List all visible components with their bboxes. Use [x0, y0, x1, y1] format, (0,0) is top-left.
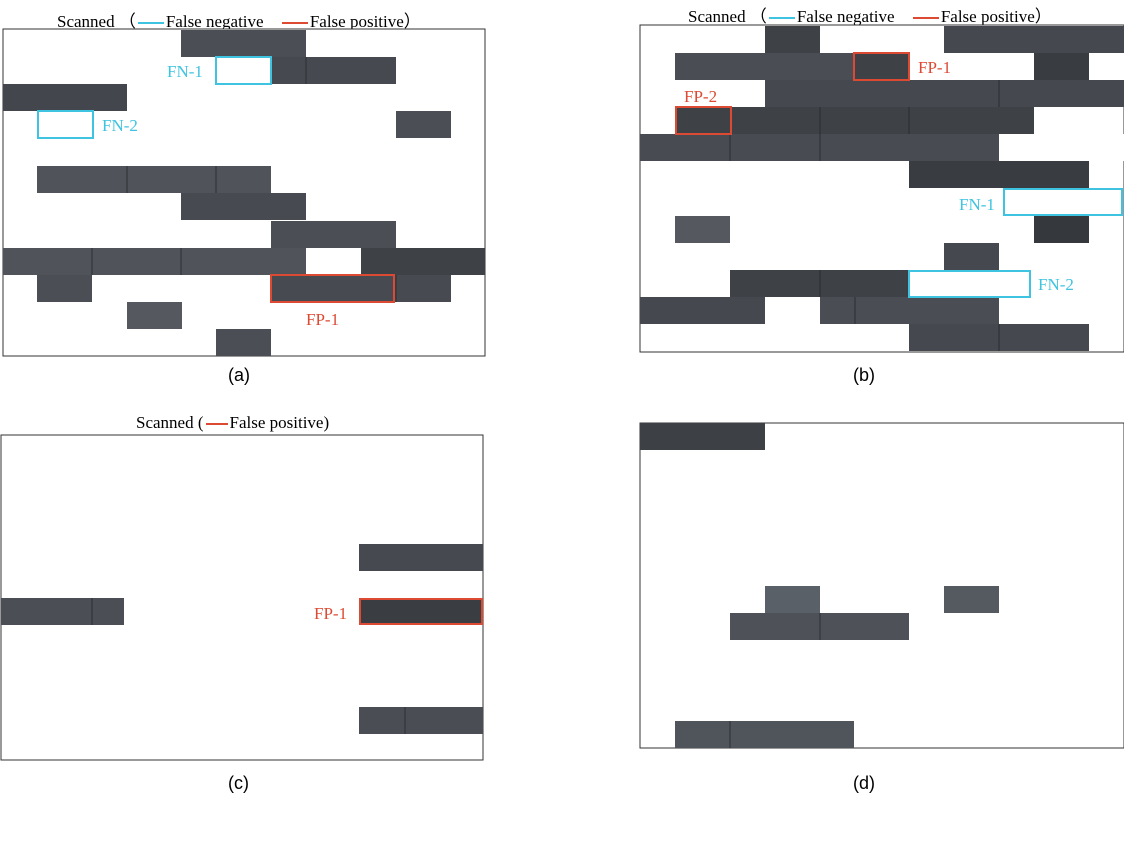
caption-d: (d) [853, 773, 875, 793]
brick [3, 248, 306, 275]
panel-frame [0, 434, 484, 761]
false-negative-box [37, 110, 94, 139]
brick [359, 707, 483, 734]
white-gap [909, 53, 1034, 80]
fp-label: FP-1 [314, 604, 347, 623]
brick [675, 53, 855, 80]
false-positive-swatch [281, 22, 308, 25]
caption-a: (a) [228, 365, 250, 385]
brick [909, 161, 1089, 188]
brick [765, 80, 1124, 107]
legend-fp-label: False positive [940, 7, 1035, 26]
brick [820, 297, 999, 324]
brick [359, 598, 483, 625]
panel-frame [639, 422, 1124, 749]
false-negative-swatch [768, 17, 795, 20]
brick [944, 26, 1124, 53]
brick [640, 423, 765, 450]
legend-open-paren: （ [749, 7, 767, 26]
brick [944, 243, 999, 270]
legend-close-paren: ) [323, 413, 330, 432]
false-negative-box [1003, 188, 1123, 216]
fp-label: FP-2 [684, 87, 717, 106]
legend-scanned-label: Scanned [136, 413, 194, 432]
legend-a: Scanned （ False negative False positive） [57, 7, 421, 32]
brick [271, 221, 396, 248]
false-negative-box [215, 56, 272, 85]
panel-b-map: FP-1 FP-2 FN-1 FN-2 [639, 24, 1124, 353]
legend-scanned-label: Scanned [688, 7, 746, 26]
brick [675, 107, 1034, 134]
brick [37, 275, 92, 302]
false-negative-swatch [137, 22, 164, 25]
fp-label: FP-1 [306, 310, 339, 329]
caption-b: (b) [853, 365, 875, 385]
brick [396, 111, 451, 138]
scanned-bricks [1, 544, 483, 734]
mortar-lines [729, 80, 1000, 351]
false-negative-box [908, 270, 1031, 298]
panel-c-map: FP-1 [0, 434, 484, 761]
brick [765, 26, 820, 53]
white-gap [1089, 53, 1124, 80]
brick [944, 586, 999, 613]
brick [3, 84, 127, 111]
brick [127, 302, 182, 329]
legend-scanned-label: Scanned [57, 12, 115, 31]
false-positive-box [675, 106, 732, 135]
brick [675, 216, 730, 243]
white-gap [999, 134, 1124, 161]
false-positive-box [853, 52, 910, 81]
brick [216, 329, 271, 356]
legend-fp-label: False positive [229, 413, 324, 432]
panel-d-map [639, 422, 1124, 749]
brick [640, 297, 765, 324]
false-positive-swatch [205, 423, 228, 426]
false-positive-box [270, 274, 395, 303]
scanned-bricks [3, 30, 485, 356]
legend-c: Scanned ( False positive) [136, 413, 329, 433]
panel-a-map: FN-1 FN-2 FP-1 [2, 28, 486, 357]
fn-label: FN-2 [1038, 275, 1074, 294]
brick [359, 544, 483, 571]
legend-fp-label: False positive [309, 12, 404, 31]
brick [1, 598, 124, 625]
legend-open-paren: ( [197, 413, 204, 432]
legend-open-paren: （ [118, 12, 136, 31]
brick [675, 721, 854, 748]
legend-fn-label: False negative [796, 7, 895, 26]
legend-close-paren: ） [403, 12, 421, 31]
brick [181, 30, 306, 57]
brick [361, 248, 485, 275]
mortar-lines [91, 57, 397, 302]
fn-label: FN-1 [167, 62, 203, 81]
false-positive-box [359, 598, 483, 625]
fn-label: FN-1 [959, 195, 995, 214]
fn-label: FN-2 [102, 116, 138, 135]
legend-b: Scanned （ False negative False positive） [688, 2, 1052, 27]
legend-fn-label: False negative [165, 12, 264, 31]
brick [37, 166, 271, 193]
fp-label: FP-1 [918, 58, 951, 77]
brick [765, 586, 820, 613]
brick [271, 57, 396, 84]
legend-close-paren: ） [1034, 7, 1052, 26]
brick [1034, 53, 1089, 80]
brick [181, 193, 306, 220]
caption-c: (c) [228, 773, 249, 793]
brick [271, 275, 451, 302]
false-positive-swatch [912, 17, 939, 20]
